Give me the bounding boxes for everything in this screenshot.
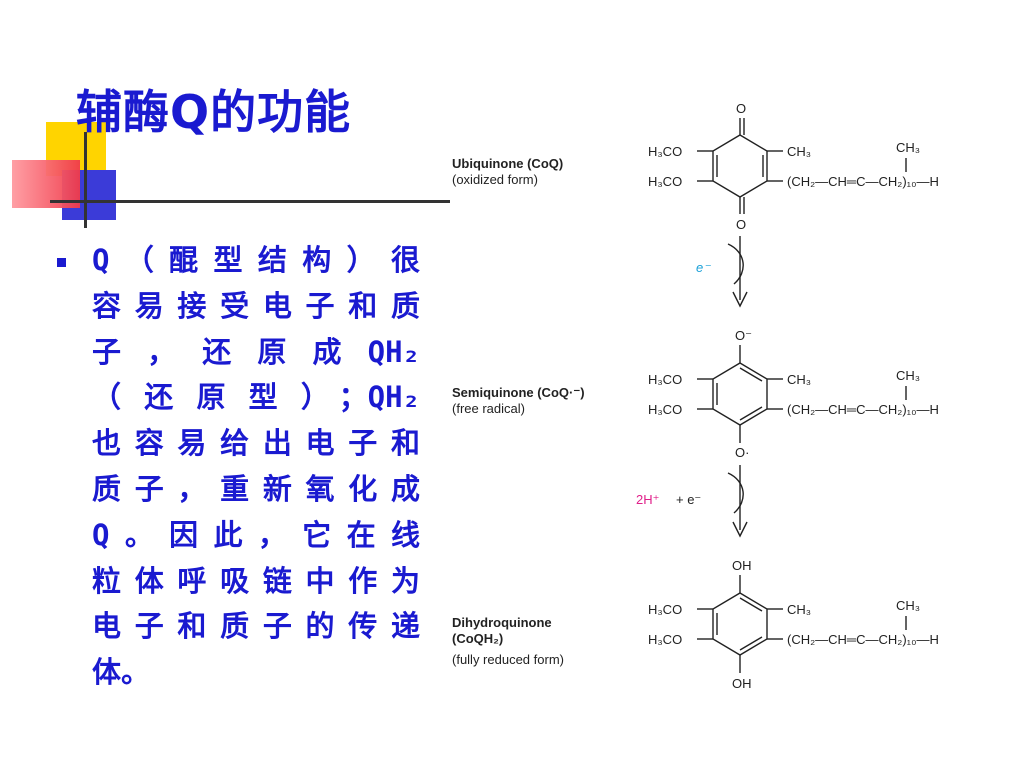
semiquinone-top-oxide: O⁻ — [735, 328, 752, 343]
plus-electron-label: + e⁻ — [676, 492, 701, 507]
ubiquinone-bottom-oxygen: O — [736, 217, 746, 232]
methyl-group: CH₃ — [896, 140, 920, 155]
bullet-line: Q（醌型结构）很 — [92, 243, 420, 277]
methyl-group: CH₃ — [896, 598, 920, 613]
isoprenoid-chain: (CH₂—CH═C—CH₂)₁₀—H — [787, 632, 939, 647]
ubiquinone-form: (oxidized form) — [452, 172, 538, 187]
bullet-line: 子，还原成QH₂ — [92, 334, 420, 369]
isoprenoid-chain: (CH₂—CH═C—CH₂)₁₀—H — [787, 402, 939, 417]
methoxy-group: H₃CO — [648, 402, 682, 417]
bullet-line: （还原型）；QH₂ — [92, 380, 420, 415]
coenzyme-q-redox-figure: Ubiquinone (CoQ) (oxidized form) O O H₃C… — [452, 101, 939, 691]
bullet-line: 体。 — [92, 655, 151, 690]
electron-label: e⁻ — [696, 260, 711, 275]
isoprenoid-chain: (CH₂—CH═C—CH₂)₁₀—H — [787, 174, 939, 189]
methoxy-group: H₃CO — [648, 144, 682, 159]
dihydroquinone-bottom-hydroxyl: OH — [732, 676, 752, 691]
ubiquinone-structure — [697, 118, 907, 214]
bullet-line: 容易接受电子和质 — [92, 288, 420, 323]
methyl-group: CH₃ — [896, 368, 920, 383]
bullet-paragraph: Q（醌型结构）很 容易接受电子和质 子，还原成QH₂ （还原型）；QH₂ 也容易… — [92, 238, 420, 696]
ubiquinone-name: Ubiquinone (CoQ) — [452, 156, 563, 171]
bullet-line: 电子和质子的传递 — [92, 609, 420, 644]
methyl-group: CH₃ — [787, 144, 811, 159]
reduction-arrow-1 — [727, 236, 748, 308]
dihydroquinone-top-hydroxyl: OH — [732, 558, 752, 573]
semiquinone-structure — [697, 345, 907, 443]
ubiquinone-top-oxygen: O — [736, 101, 746, 116]
methoxy-group: H₃CO — [648, 372, 682, 387]
methyl-group: CH₃ — [787, 372, 811, 387]
bullet-marker — [57, 258, 66, 267]
bullet-line: 也容易给出电子和 — [92, 426, 420, 461]
decor-vertical-line — [84, 132, 87, 228]
dihydroquinone-structure — [697, 575, 907, 673]
bullet-line: 粒体呼吸链中作为 — [92, 563, 420, 598]
semiquinone-form: (free radical) — [452, 401, 525, 416]
dihydroquinone-form: (fully reduced form) — [452, 652, 564, 667]
bullet-line: 质子，重新氧化成 — [92, 471, 420, 506]
bullet-line: Q。因此，它在线 — [92, 517, 420, 552]
dihydroquinone-formula: (CoQH₂) — [452, 631, 503, 646]
reduction-arrow-2 — [727, 465, 748, 538]
methoxy-group: H₃CO — [648, 632, 682, 647]
methyl-group: CH₃ — [787, 602, 811, 617]
semiquinone-radical-oxygen: O· — [735, 445, 749, 460]
decor-horizontal-line — [50, 200, 450, 203]
dihydroquinone-name: Dihydroquinone — [452, 615, 552, 630]
slide-title: 辅酶Q的功能 — [76, 85, 352, 139]
proton-label: 2H⁺ — [636, 492, 659, 507]
methoxy-group: H₃CO — [648, 602, 682, 617]
semiquinone-name: Semiquinone (CoQ·⁻) — [452, 385, 585, 400]
methoxy-group: H₃CO — [648, 174, 682, 189]
